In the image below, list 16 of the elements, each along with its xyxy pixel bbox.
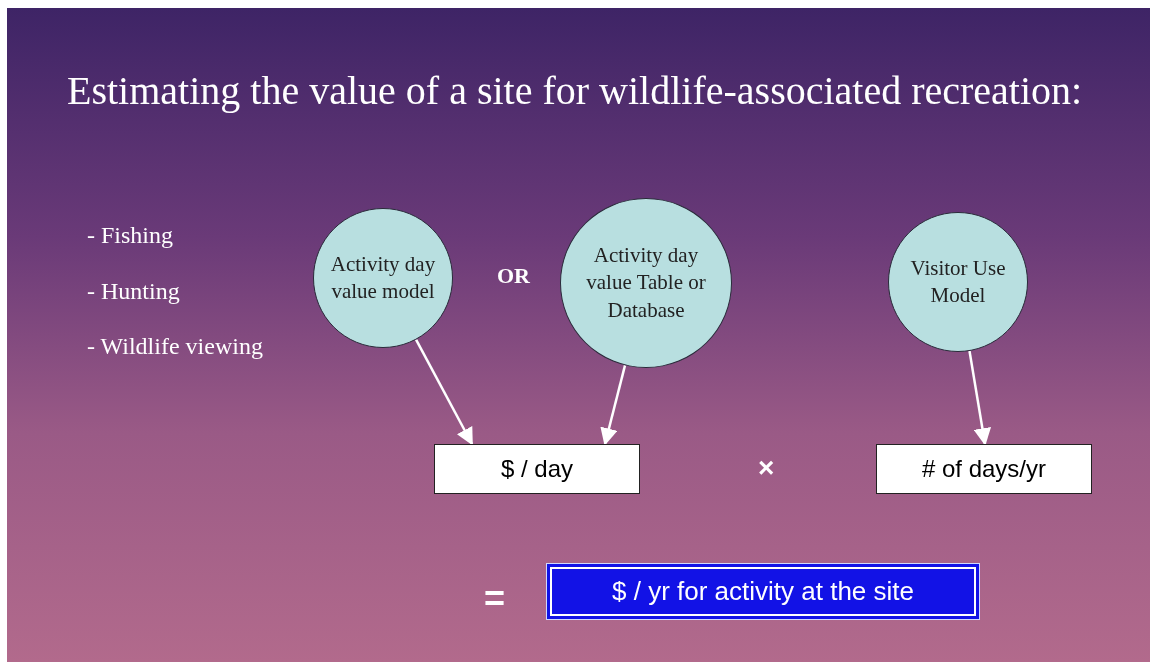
circle-node: Activity day value model	[313, 208, 453, 348]
list-item: - Wildlife viewing	[87, 333, 263, 360]
list-item: - Fishing	[87, 222, 173, 249]
value-box: # of days/yr	[876, 444, 1092, 494]
arrow	[600, 365, 627, 446]
operator-symbol: =	[484, 578, 506, 620]
arrow	[968, 350, 992, 446]
operator-symbol: ×	[758, 452, 775, 484]
slide-title: Estimating the value of a site for wildlife-associated recreation:	[67, 67, 1084, 115]
arrow	[414, 339, 474, 446]
circle-node: Visitor Use Model	[888, 212, 1028, 352]
value-box: $ / day	[434, 444, 640, 494]
operator-text: OR	[497, 263, 530, 289]
result-box: $ / yr for activity at the site	[546, 563, 980, 620]
list-item: - Hunting	[87, 278, 180, 305]
circle-node: Activity day value Table or Database	[560, 198, 732, 368]
